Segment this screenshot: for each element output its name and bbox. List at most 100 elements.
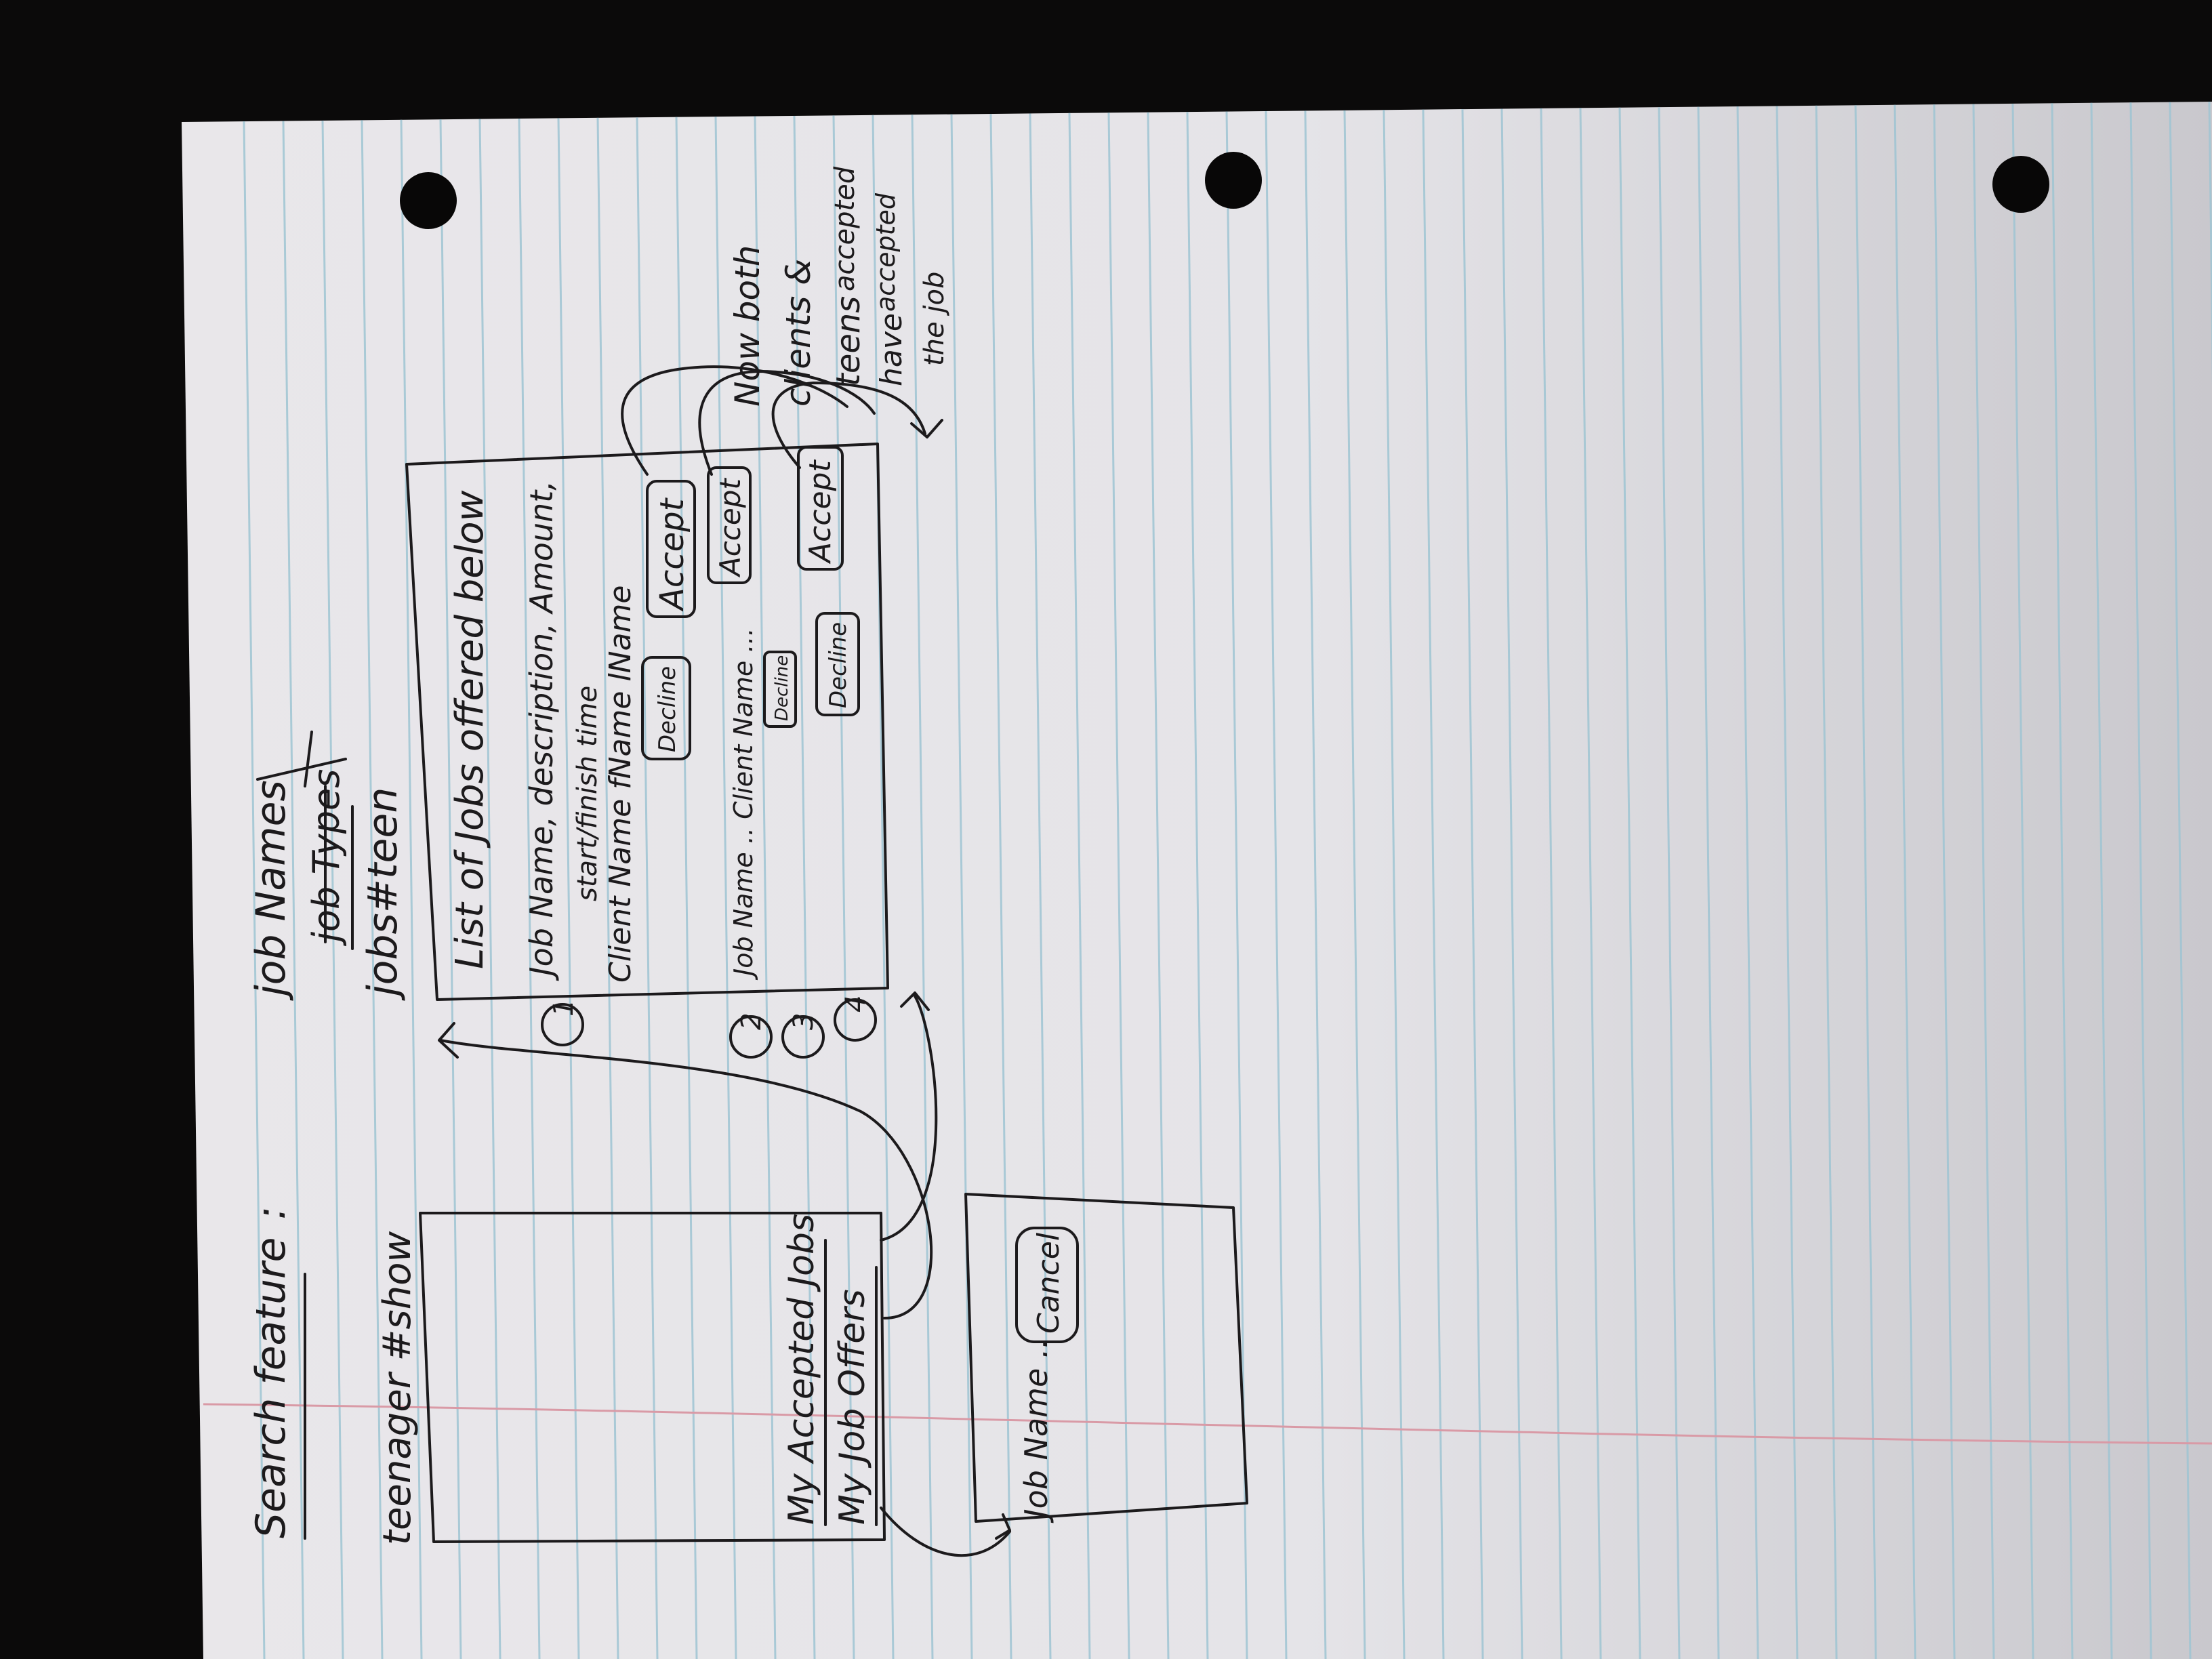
punch-hole: [400, 172, 457, 229]
ruled-line: [1854, 105, 1877, 1659]
ruled-line: [1107, 112, 1130, 1659]
ruled-line: [557, 118, 580, 1659]
item2-details: Job Name .. Client Name ...: [729, 628, 758, 981]
ruled-line: [400, 119, 423, 1659]
ruled-line: [1265, 110, 1288, 1659]
ruled-line: [478, 119, 501, 1659]
note-line5: the job: [919, 272, 950, 366]
list-heading: List of Jobs offered below: [448, 490, 492, 969]
item3-decline-button[interactable]: [815, 612, 860, 716]
item1-details-line1: Job Name, description, Amount,: [523, 480, 560, 981]
arrowhead: [900, 991, 930, 1011]
ruled-line: [1618, 107, 1641, 1659]
ruled-line: [754, 116, 777, 1659]
arrowhead: [995, 1513, 1011, 1540]
ruled-line: [1461, 109, 1484, 1659]
item2-accept-button[interactable]: [707, 466, 752, 584]
ruled-line: [1776, 106, 1799, 1659]
item2-decline-button[interactable]: [763, 651, 797, 728]
item1-decline-button[interactable]: [641, 656, 691, 760]
note-line3-overwrite: accepted: [830, 166, 861, 291]
punch-hole: [1205, 152, 1262, 209]
margin-line: [203, 1403, 2212, 1445]
item1-details-line3: Client Name fName lName: [603, 586, 638, 983]
note-line4: have: [874, 313, 909, 386]
ruled-line: [872, 115, 895, 1659]
item2-decline-label: Decline: [772, 655, 792, 721]
ruled-line: [282, 121, 305, 1659]
item3-accept-label: Accept: [803, 459, 838, 565]
item1-accept-label: Accept: [653, 497, 691, 612]
teenager-show-panel: teenager #show My Accepted Jobs My Job O…: [375, 1212, 886, 1545]
ruled-line: [1933, 104, 1956, 1659]
ruled-line: [1304, 110, 1327, 1659]
ruled-line: [1540, 108, 1563, 1659]
ruled-line: [714, 117, 737, 1659]
my-accepted-jobs-link[interactable]: My Accepted Jobs: [781, 1214, 822, 1525]
side-note: Now both clients & teens accepted have a…: [728, 166, 950, 407]
ruled-line: [1147, 112, 1170, 1659]
ruled-line: [1736, 106, 1759, 1659]
ruled-line: [832, 115, 855, 1659]
scribble-mark: [256, 758, 347, 781]
ruled-line: [950, 114, 973, 1659]
item-number-circle: [834, 998, 877, 1042]
item3-accept-button[interactable]: [797, 446, 844, 571]
flow-arrows: [438, 365, 1011, 1557]
ruled-line: [439, 119, 462, 1659]
arrow-accepted-to-panel: [880, 1507, 1011, 1557]
header-separator: :: [247, 1206, 295, 1220]
ruled-line: [243, 121, 266, 1659]
arrow-offers-to-jobs: [439, 1039, 933, 1319]
item3-number: 3: [788, 1013, 819, 1030]
ruled-line: [2051, 103, 2074, 1659]
ruled-line: [1697, 106, 1720, 1659]
item1-accept-button[interactable]: [646, 480, 696, 618]
ruled-line: [1579, 108, 1602, 1659]
ruled-line: [636, 117, 659, 1659]
arrow-accept3-to-note: [771, 382, 926, 469]
arrow-offers-loop: [880, 995, 938, 1242]
ruled-line: [1972, 104, 1995, 1659]
item1-number: 1: [548, 1000, 579, 1017]
ruled-line: [321, 120, 344, 1659]
ruled-line: [2090, 102, 2113, 1659]
jobs-teen-panel: jobs#teen List of Jobs offered below 1 J…: [359, 443, 889, 1059]
item2-number: 2: [736, 1013, 767, 1030]
cancel-button[interactable]: [1015, 1227, 1079, 1343]
ruled-line: [1343, 110, 1366, 1659]
ruled-line: [2169, 102, 2192, 1659]
accepted-job-name-row: Job Name ..: [1018, 1338, 1054, 1523]
arrow-accept2-to-note: [698, 370, 876, 476]
item-number-circle: [729, 1015, 773, 1059]
note-line1: Now both: [728, 245, 767, 407]
ruled-line: [989, 114, 1012, 1659]
ruled-line: [1422, 109, 1445, 1659]
ruled-line: [1893, 104, 1917, 1659]
my-job-offers-link[interactable]: My Job Offers: [832, 1289, 873, 1525]
item-number-circle: [541, 1003, 584, 1046]
ruled-line: [2129, 102, 2152, 1659]
cancel-button-label: Cancel: [1031, 1232, 1066, 1334]
ruled-line: [1382, 110, 1406, 1659]
item2-accept-label: Accept: [714, 478, 747, 578]
arrowhead: [438, 1022, 459, 1059]
item1-decline-label: Decline: [654, 666, 681, 752]
ruled-line: [518, 119, 541, 1659]
ruled-line: [596, 117, 619, 1659]
ruled-lines: [243, 102, 2212, 1659]
job-names-label: job Names: [247, 780, 295, 1001]
accepted-jobs-panel: Job Name .. Cancel: [964, 1193, 1248, 1523]
ruled-line: [675, 117, 698, 1659]
ruled-line: [1500, 108, 1523, 1659]
item4-number: 4: [840, 996, 872, 1012]
teenager-show-title: teenager #show: [375, 1231, 419, 1545]
item3-decline-label: Decline: [825, 622, 852, 708]
punch-hole: [1992, 156, 2049, 213]
ruled-line: [1658, 107, 1681, 1659]
jobs-teen-title: jobs#teen: [359, 787, 407, 1001]
note-line3: teens: [830, 296, 867, 386]
item1-details-line2: start/finish time: [572, 686, 603, 901]
arrowhead: [910, 419, 943, 438]
